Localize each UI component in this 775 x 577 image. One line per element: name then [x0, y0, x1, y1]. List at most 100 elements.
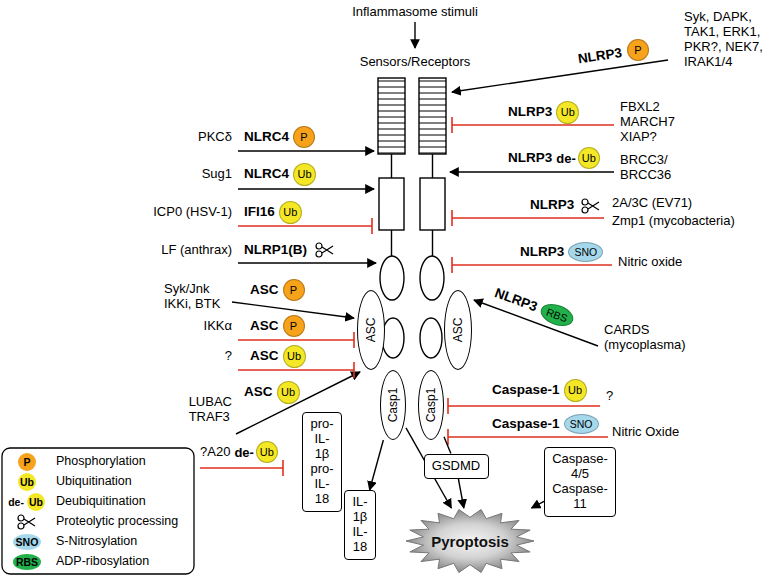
legend-text: Proteolytic processing — [56, 515, 178, 529]
deubiquitination-badge: de-Ub — [234, 441, 278, 463]
node-text: P — [290, 285, 297, 296]
protein-name: NLRP1(B) — [244, 242, 307, 258]
activation-arrow — [238, 262, 376, 263]
activation-arrow — [414, 22, 415, 48]
node-text: ASC — [364, 318, 378, 343]
node-text: Ub — [287, 351, 301, 362]
node-text: Casp1 — [424, 388, 438, 423]
label-text: Zmp1 (mycobacteria) — [612, 214, 735, 229]
modification-badge: Ub — [556, 101, 579, 124]
product-box: pro-IL-1β pro-IL-18 — [302, 412, 342, 512]
label-text: IKKα — [204, 319, 232, 334]
protein-name: NLRP3 — [508, 104, 552, 120]
modification-badge: P — [293, 126, 315, 148]
node-text: Ub — [578, 147, 600, 169]
protein-name: NLRP3 — [577, 45, 623, 67]
node-text: Ub — [297, 169, 311, 180]
label-text: Nitric oxide — [618, 255, 682, 270]
label-text: LF (anthrax) — [161, 243, 232, 258]
card-domain — [382, 318, 404, 358]
legend-symbol-text: Ub — [20, 476, 34, 488]
node-text: SNO — [574, 247, 597, 258]
inhibition-line — [452, 117, 614, 133]
legend-text: Phosphorylation — [56, 455, 146, 469]
modification-ellipse: SNO — [568, 242, 603, 262]
node-text: ASC — [451, 318, 465, 343]
label-text: LUBAC TRAF3 — [189, 395, 232, 425]
product-box: IL-1β IL-18 — [344, 490, 376, 560]
modification-ellipse: RBS — [538, 300, 577, 330]
connector — [458, 479, 464, 509]
label-text: 2A/3C (EV71) — [612, 196, 692, 211]
node-text: SNO — [570, 419, 593, 430]
modification-badge: P — [283, 279, 305, 301]
connector — [444, 437, 451, 454]
modification-badge: Ub — [293, 163, 316, 186]
node-text: pro-IL-1β pro-IL-18 — [310, 417, 333, 507]
node-text: GSDMD — [432, 459, 480, 474]
node-text: Caspase-4/5 Caspase-11 — [552, 452, 608, 512]
burst-outline — [406, 509, 534, 572]
card-domain — [420, 318, 442, 358]
lrr-domain — [378, 78, 405, 154]
label-text: Syk/Jnk IKKi, BTK — [164, 282, 226, 312]
protein-name: NLRP3 — [508, 150, 552, 166]
pyd-domain — [420, 256, 444, 300]
legend-symbol-text: de- — [8, 496, 24, 508]
nacht-domain — [379, 178, 404, 230]
label-text: CARDS (mycoplasma) — [604, 323, 686, 353]
legend-symbol — [18, 453, 36, 471]
protein-name: ASC — [244, 384, 273, 400]
deubiquitination-badge: de-Ub — [556, 147, 600, 169]
modification-badge: Ub — [277, 381, 300, 404]
legend-symbol — [13, 534, 41, 550]
pyd-domain — [380, 256, 404, 300]
inhibition-line — [238, 218, 372, 234]
node-text: P — [290, 321, 297, 332]
protein-name: NLRP3 — [493, 285, 540, 315]
label-text: Nitric Oxide — [612, 425, 679, 440]
protein-name: NLRC4 — [244, 166, 289, 182]
domain-ellipse: Casp1 — [418, 370, 444, 440]
legend-symbol — [13, 554, 41, 570]
label-text: ICP0 (HSV-1) — [153, 205, 232, 220]
connector — [370, 440, 384, 490]
modification-badge: P — [283, 315, 305, 337]
node-text: Ub — [283, 207, 297, 218]
node-text: de- — [556, 151, 576, 166]
modification-badge: P — [627, 39, 649, 61]
node-text: P — [634, 45, 641, 56]
product-box: GSDMD — [424, 454, 489, 479]
node-text: Ub — [281, 387, 295, 398]
node-text: Ub — [561, 107, 575, 118]
protein-name: NLRP3 — [530, 197, 574, 213]
legend-text: S-Nitrosylation — [56, 535, 137, 549]
legend-symbol-text: Ub — [29, 496, 43, 508]
protein-name: ASC — [250, 318, 279, 334]
node-text: Casp1 — [386, 388, 400, 423]
domain-ellipse: ASC — [357, 290, 385, 370]
inhibition-line — [452, 210, 604, 226]
activation-arrow — [238, 150, 374, 151]
label-text: ?A20 — [200, 445, 230, 460]
label-text: PKCδ — [198, 130, 232, 145]
node-text: Ub — [256, 441, 278, 463]
scissors-icon — [316, 243, 333, 257]
protein-name: ASC — [250, 282, 279, 298]
legend-box — [2, 448, 194, 574]
domain-ellipse: ASC — [444, 290, 472, 370]
label-text: Inflammasome stimuli — [352, 5, 478, 20]
activation-arrow — [452, 60, 668, 92]
protein-name: NLRC4 — [244, 129, 289, 145]
pyroptosis-burst: Pyroptosis — [405, 508, 535, 574]
scissors-icon — [18, 515, 35, 529]
legend-symbol-text: RBS — [16, 556, 38, 568]
nacht-domain — [420, 178, 445, 230]
product-box: Caspase-4/5 Caspase-11 — [544, 447, 616, 517]
protein-name: IFI16 — [244, 204, 275, 220]
label-text: FBXL2 MARCH7 XIAP? — [620, 100, 675, 145]
